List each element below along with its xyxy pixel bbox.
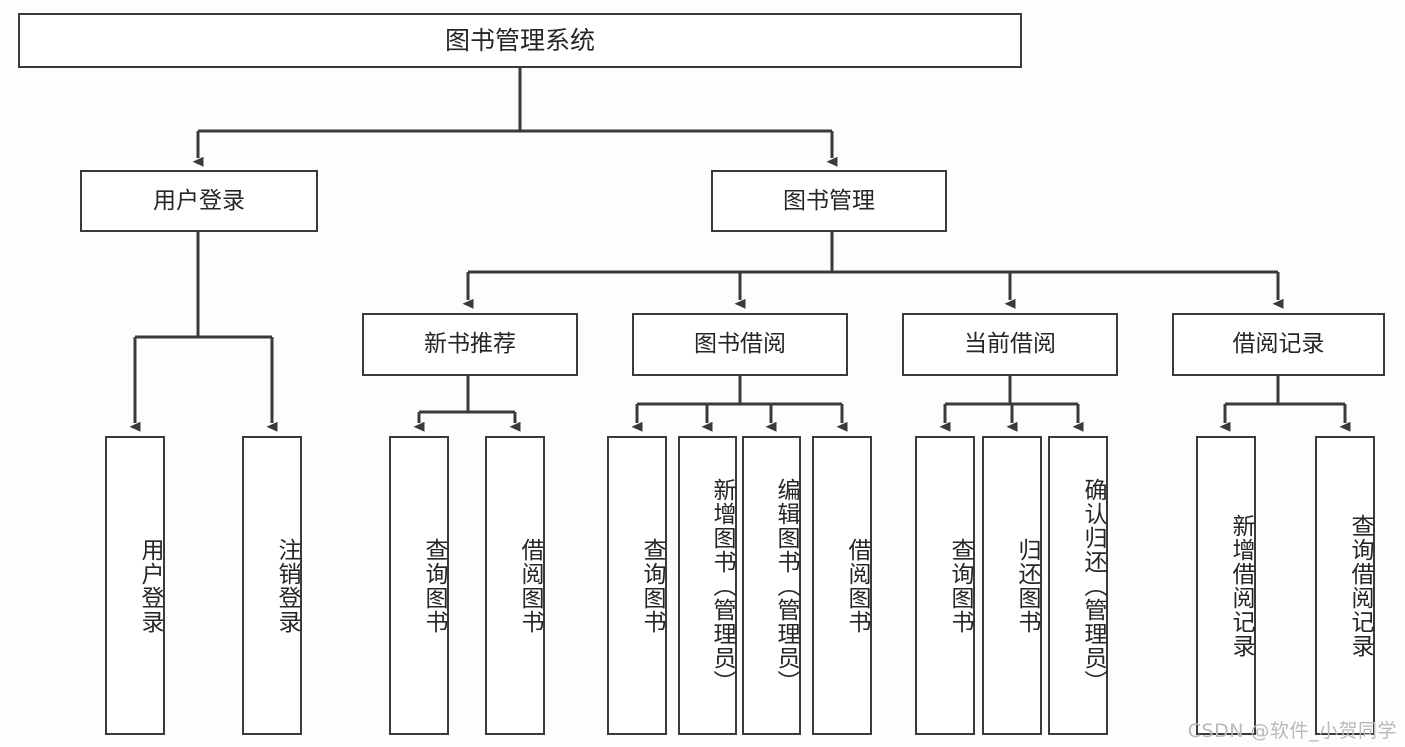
node-label: 新增图书（管理员） — [709, 477, 735, 694]
leaf-current-query-book[interactable]: 查询图书 — [915, 436, 975, 735]
leaf-current-return-book[interactable]: 归还图书 — [982, 436, 1042, 735]
node-label: 当前借阅 — [964, 331, 1056, 358]
node-label: 用户登录 — [153, 187, 245, 214]
leaf-borrow-query-book[interactable]: 查询图书 — [607, 436, 667, 735]
node-label: 归还图书 — [1014, 537, 1040, 634]
node-label: 确认归还（管理员） — [1080, 477, 1106, 694]
node-label: 新增借阅记录 — [1228, 513, 1254, 658]
leaf-borrow-add-book-admin[interactable]: 新增图书（管理员） — [678, 436, 737, 735]
node-label: 借阅记录 — [1232, 331, 1325, 358]
node-label: 查询借阅记录 — [1347, 513, 1373, 658]
leaf-borrow-borrow-book[interactable]: 借阅图书 — [812, 436, 872, 735]
node-borrow-record[interactable]: 借阅记录 — [1172, 313, 1385, 376]
node-label: 新书推荐 — [424, 331, 516, 358]
node-book-borrow[interactable]: 图书借阅 — [632, 313, 848, 376]
node-new-book-recommend[interactable]: 新书推荐 — [362, 313, 578, 376]
node-label: 查询图书 — [421, 537, 447, 634]
node-current-borrow[interactable]: 当前借阅 — [902, 313, 1118, 376]
node-label: 借阅图书 — [844, 537, 870, 634]
node-label: 注销登录 — [274, 537, 300, 634]
leaf-borrow-edit-book-admin[interactable]: 编辑图书（管理员） — [742, 436, 801, 735]
node-user-login[interactable]: 用户登录 — [80, 170, 318, 232]
node-label: 图书管理系统 — [444, 25, 595, 55]
node-label: 查询图书 — [947, 537, 973, 634]
leaf-record-add-record[interactable]: 新增借阅记录 — [1196, 436, 1256, 735]
leaf-current-confirm-return-admin[interactable]: 确认归还（管理员） — [1048, 436, 1108, 735]
leaf-user-login-signout[interactable]: 注销登录 — [242, 436, 302, 735]
leaf-recommend-borrow-book[interactable]: 借阅图书 — [485, 436, 545, 735]
node-label: 用户登录 — [137, 537, 163, 634]
node-label: 图书借阅 — [694, 331, 786, 358]
node-label: 图书管理 — [783, 187, 875, 214]
leaf-user-login-signin[interactable]: 用户登录 — [105, 436, 165, 735]
leaf-record-query-record[interactable]: 查询借阅记录 — [1315, 436, 1375, 735]
csdn-watermark: CSDN @软件_小贺同学 — [1187, 720, 1397, 742]
node-root-system[interactable]: 图书管理系统 — [18, 13, 1022, 68]
leaf-recommend-query-book[interactable]: 查询图书 — [389, 436, 449, 735]
node-label: 编辑图书（管理员） — [773, 477, 799, 694]
node-book-management[interactable]: 图书管理 — [711, 170, 947, 232]
node-label: 查询图书 — [639, 537, 665, 634]
node-label: 借阅图书 — [517, 537, 543, 634]
